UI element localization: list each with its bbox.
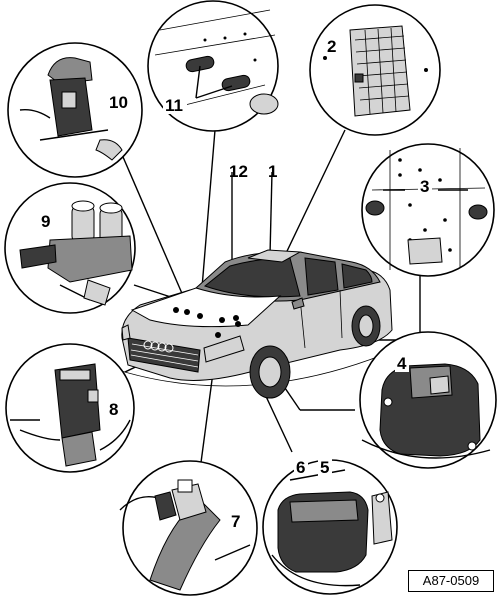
callout-3: 3 bbox=[420, 177, 429, 196]
leader-10 bbox=[119, 149, 188, 306]
callout-4: 4 bbox=[397, 354, 407, 373]
callout-10: 10 bbox=[109, 93, 128, 112]
callout-labels: 10 11 2 3 12 1 9 4 8 7 6 5 bbox=[39, 37, 432, 531]
detail-circle-8 bbox=[5, 343, 135, 473]
detail-circle-10 bbox=[7, 42, 143, 178]
callout-7: 7 bbox=[231, 512, 240, 531]
detail-circle-5-6 bbox=[262, 459, 398, 595]
callout-11: 11 bbox=[165, 96, 183, 115]
detail-circle-7 bbox=[119, 460, 258, 596]
detail-circle-2 bbox=[309, 4, 441, 136]
callout-2: 2 bbox=[327, 37, 336, 56]
detail-circle-4 bbox=[359, 331, 497, 469]
callout-6: 6 bbox=[296, 458, 305, 477]
callout-9: 9 bbox=[41, 212, 50, 231]
car-illustration bbox=[117, 249, 396, 399]
detail-circle-9 bbox=[4, 182, 136, 314]
figure-reference-label: A87-0509 bbox=[408, 570, 494, 592]
callout-12: 12 bbox=[229, 162, 248, 181]
callout-8: 8 bbox=[109, 400, 118, 419]
leader-1 bbox=[269, 171, 273, 256]
callout-1: 1 bbox=[268, 162, 277, 181]
callout-5: 5 bbox=[320, 458, 329, 477]
detail-circle-3 bbox=[361, 143, 495, 277]
